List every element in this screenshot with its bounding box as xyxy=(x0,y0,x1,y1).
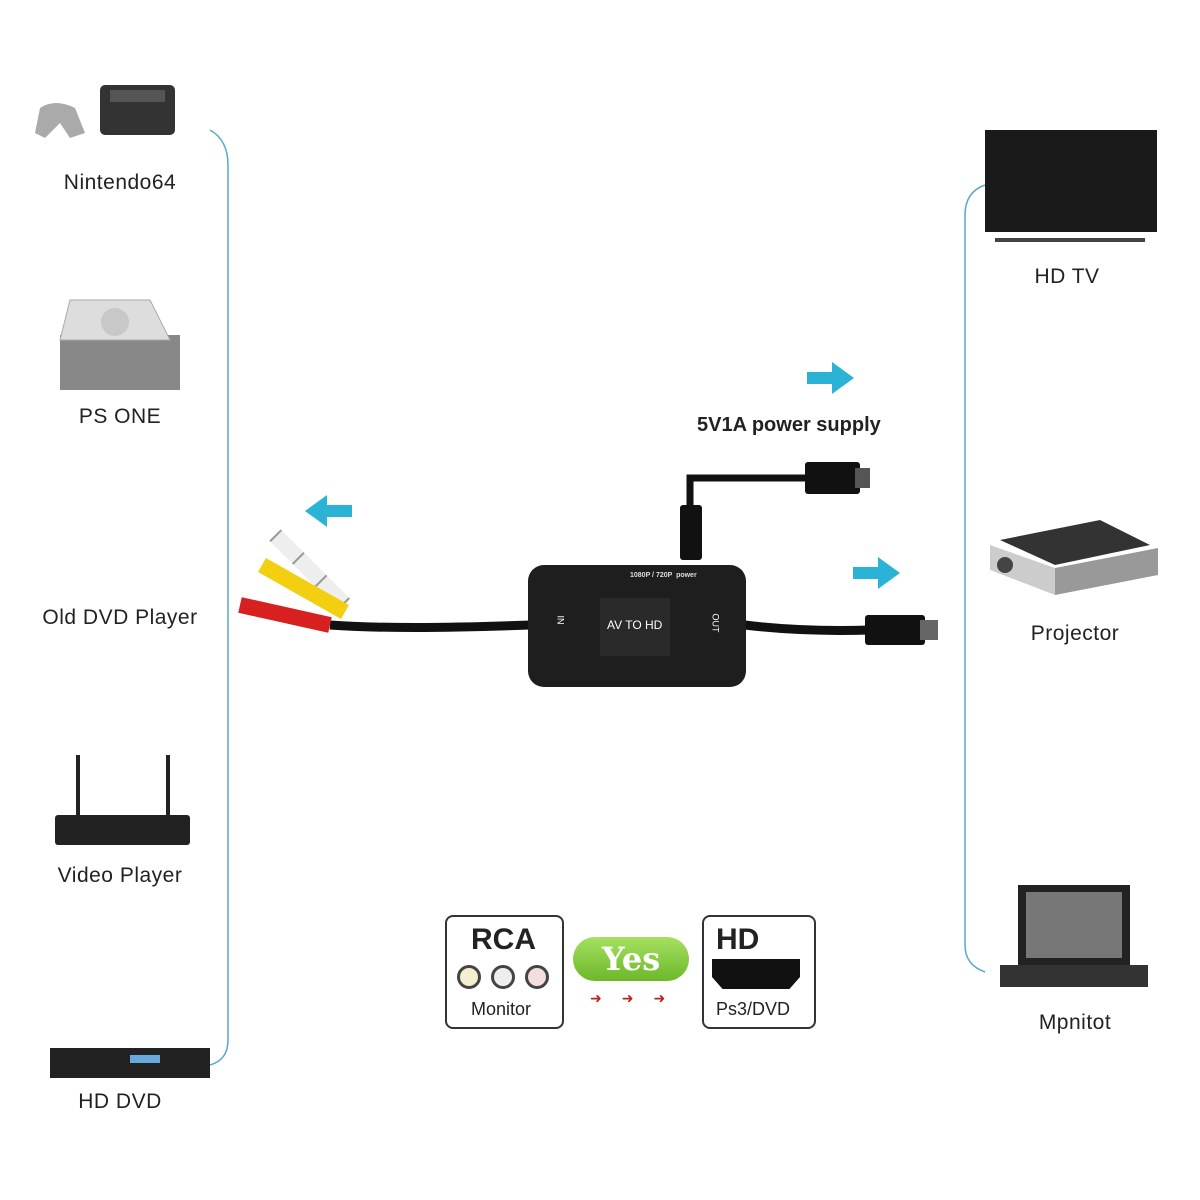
right-bracket-line xyxy=(964,184,986,973)
rca-legend-box: RCA Monitor xyxy=(445,915,564,1029)
arrow-right-icon xyxy=(853,557,900,589)
out-label: OUT xyxy=(710,613,721,633)
arrow-right-icon xyxy=(807,362,854,394)
arrow-icons xyxy=(305,362,900,589)
micro-usb-plug xyxy=(680,505,702,560)
projector-icon xyxy=(990,520,1158,595)
output-label: HD TV xyxy=(1034,265,1100,288)
rca-plugs xyxy=(238,529,351,633)
output-label: Projector xyxy=(1030,622,1120,645)
yes-badge: Yes xyxy=(573,937,689,981)
hdmi-port-icon xyxy=(712,959,800,989)
source-label: HD DVD xyxy=(78,1090,162,1113)
rca-jacks-icon xyxy=(457,965,549,989)
hdmi-plug xyxy=(865,615,925,645)
rca-caption: Monitor xyxy=(471,999,532,1019)
left-bracket-line xyxy=(209,129,229,1066)
output-label: Mpnitot xyxy=(1038,1011,1112,1034)
usb-plug xyxy=(805,462,860,494)
hd-tv-icon xyxy=(985,130,1157,242)
hdmi-cable xyxy=(744,620,871,635)
hd-dvd-icon xyxy=(50,1048,210,1078)
hd-title: HD xyxy=(716,923,760,956)
source-label: PS ONE xyxy=(78,405,162,428)
source-label: Video Player xyxy=(57,864,183,887)
rca-title: RCA xyxy=(471,923,536,956)
source-label: Nintendo64 xyxy=(63,171,177,194)
ps-one-icon xyxy=(59,299,180,390)
monitor-icon xyxy=(1000,885,1148,987)
arrow-left-icon xyxy=(305,495,352,527)
hd-legend-box: HD Ps3/DVD xyxy=(702,915,816,1029)
video-player-icon xyxy=(55,755,190,845)
power-supply-label: 5V1A power supply xyxy=(697,414,881,436)
hd-caption: Ps3/DVD xyxy=(716,999,791,1019)
usb-cable xyxy=(686,474,810,555)
source-label: Old DVD Player xyxy=(42,606,198,629)
rca-cable xyxy=(329,620,531,632)
switch-label: 1080P / 720P power xyxy=(630,572,697,579)
converter-name: AV TO HD xyxy=(607,618,663,632)
nintendo64-icon xyxy=(35,85,175,138)
in-label: IN xyxy=(555,615,566,625)
red-arrows-icon: ➜➜➜ xyxy=(590,990,686,1006)
